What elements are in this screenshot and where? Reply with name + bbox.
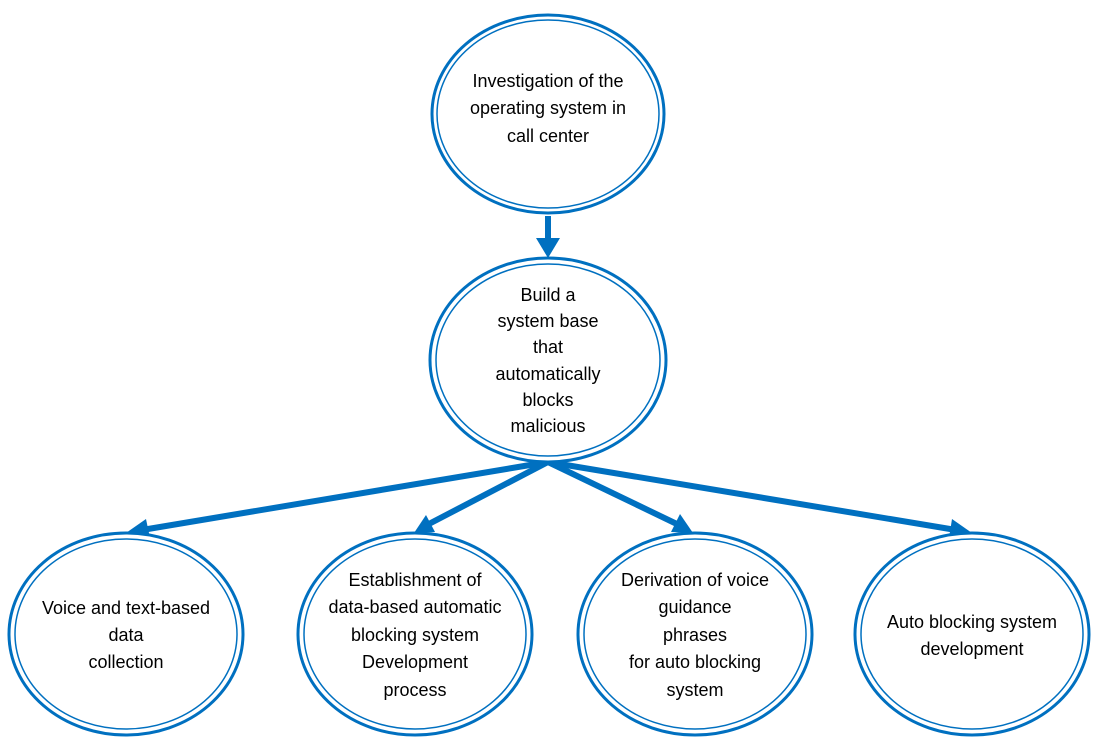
node-system-base-outline (435, 263, 661, 457)
node-system-base-line-5: blocks (522, 390, 573, 410)
arrow-middle-to-node4 (547, 459, 957, 533)
arrowhead-top-to-middle (536, 238, 560, 258)
node-blocking-process-line-4: Development (362, 652, 468, 672)
arrow-middle-to-node1 (141, 459, 549, 533)
node-auto-blocking-dev-line-2: development (920, 639, 1023, 659)
node-blocking-process-line-5: process (383, 680, 446, 700)
node-voice-guidance-line-4: for auto blocking (629, 652, 761, 672)
node-auto-blocking-dev-ellipse (853, 531, 1091, 737)
arrow-middle-to-node2 (423, 459, 550, 529)
node-system-base-line-3: that (533, 337, 563, 357)
node-system-base: Build a system base that automatically b… (428, 256, 668, 464)
node-voice-guidance-line-2: guidance (658, 597, 731, 617)
node-data-collection-line-3: collection (88, 652, 163, 672)
node-voice-guidance-line-5: system (666, 680, 723, 700)
node-data-collection-line-1: Voice and text-based (42, 598, 210, 618)
node-system-base-line-1: Build a (520, 285, 576, 305)
node-voice-guidance-ellipse (576, 531, 814, 737)
node-system-base-ellipse (428, 256, 668, 464)
node-voice-guidance: Derivation of voice guidance phrases for… (576, 531, 814, 737)
node-blocking-process: Establishment of data-based automatic bl… (296, 531, 534, 737)
node-data-collection-outline (14, 538, 238, 730)
node-data-collection-line-2: data (108, 625, 144, 645)
node-system-base-line-6: malicious (510, 416, 585, 436)
node-voice-guidance-outline (583, 538, 807, 730)
node-investigation-line-2: operating system in (470, 98, 626, 118)
node-blocking-process-line-2: data-based automatic (328, 597, 501, 617)
node-investigation-ellipse (430, 13, 666, 215)
arrow-middle-to-node3 (546, 459, 683, 529)
node-blocking-process-line-3: blocking system (351, 625, 479, 645)
node-voice-guidance-line-3: phrases (663, 625, 727, 645)
node-auto-blocking-dev-line-1: Auto blocking system (887, 612, 1057, 632)
node-data-collection-ellipse (7, 531, 245, 737)
node-auto-blocking-dev-outline (860, 538, 1084, 730)
node-investigation-outline (436, 19, 660, 209)
node-blocking-process-line-1: Establishment of (348, 570, 482, 590)
node-system-base-line-2: system base (497, 311, 598, 331)
node-system-base-line-4: automatically (495, 364, 600, 384)
node-auto-blocking-dev: Auto blocking system development (853, 531, 1091, 737)
node-voice-guidance-line-1: Derivation of voice (621, 570, 769, 590)
node-data-collection: Voice and text-based data collection (7, 531, 245, 737)
arrowhead-middle-to-node2 (414, 515, 435, 533)
node-blocking-process-ellipse (296, 531, 534, 737)
node-investigation-line-3: call center (507, 126, 589, 146)
node-blocking-process-outline (303, 538, 527, 730)
arrowhead-middle-to-node3 (671, 514, 693, 533)
node-investigation-line-1: Investigation of the (472, 71, 623, 91)
node-investigation: Investigation of the operating system in… (430, 13, 666, 215)
